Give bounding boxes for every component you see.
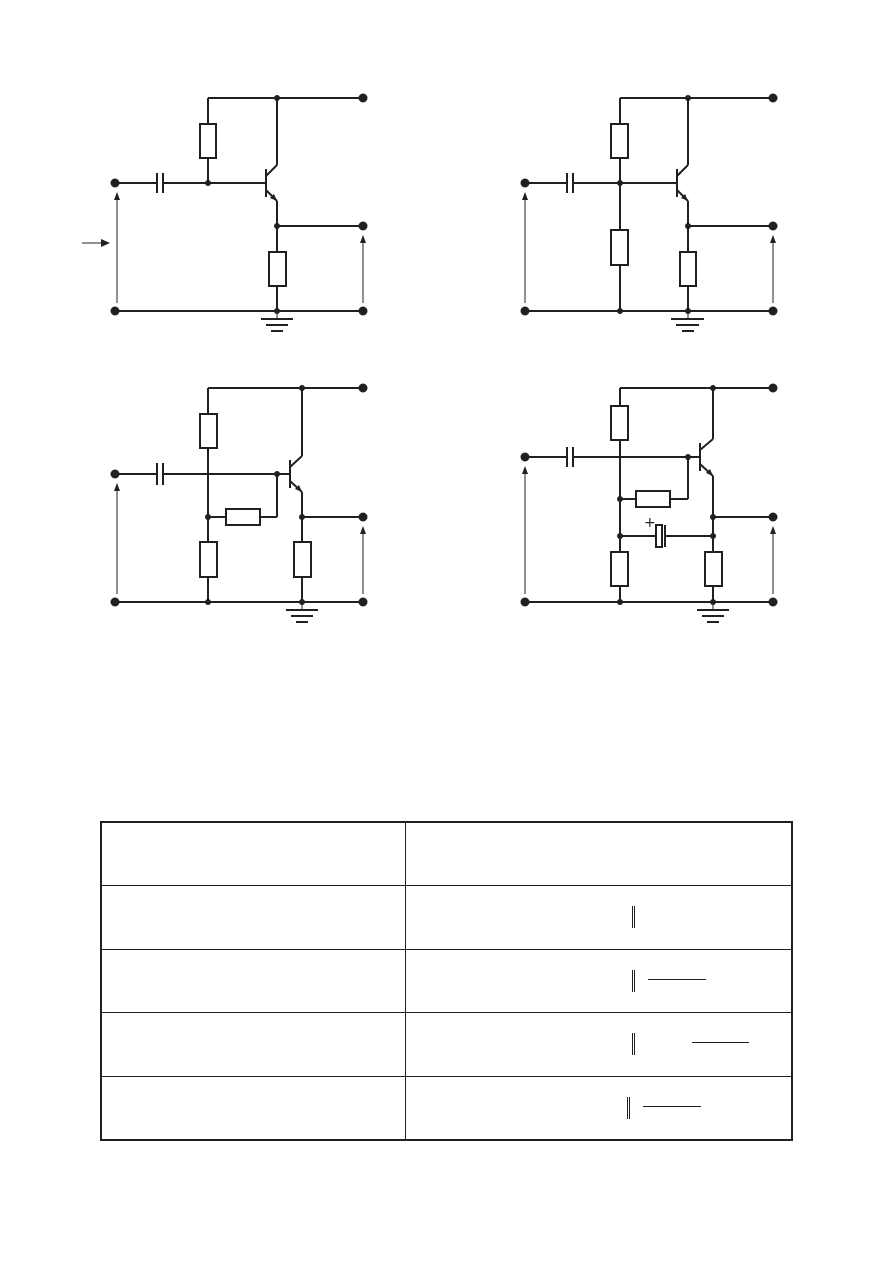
row-cell-left (100, 1012, 406, 1077)
header-cell-right (405, 821, 793, 887)
emitter-resistor (293, 541, 312, 578)
upper-bias-resistor (199, 413, 218, 449)
circuit-d: + (520, 383, 778, 623)
circuit-c (110, 383, 368, 623)
table-row (100, 1075, 793, 1141)
circuit-diagrams: + (82, 93, 778, 623)
circuit-a (82, 93, 368, 332)
row-cell-right (405, 885, 793, 950)
lower-bias-resistor (199, 541, 218, 578)
table-header-row (100, 821, 793, 887)
answer-table (100, 821, 793, 1141)
parallel-mark-icon (632, 969, 635, 992)
row-cell-right (405, 1075, 793, 1141)
parallel-mark-icon (627, 1096, 630, 1119)
row-cell-right (405, 948, 793, 1014)
upper-bias-resistor (610, 405, 629, 441)
table-row (100, 948, 793, 1014)
table-row (100, 885, 793, 950)
fraction-bar-icon (648, 978, 706, 980)
bootstrap-resistor (225, 508, 261, 526)
table-row (100, 1012, 793, 1077)
parallel-mark-icon (632, 1033, 635, 1056)
fraction-bar-icon (643, 1105, 701, 1107)
row-cell-right (405, 1012, 793, 1077)
row-cell-left (100, 948, 406, 1014)
emitter-resistor (679, 251, 697, 287)
parallel-mark-icon (632, 906, 635, 929)
base-resistor (199, 123, 217, 159)
emitter-resistor (268, 251, 287, 287)
polarity-plus-label: + (644, 515, 656, 531)
emitter-resistor (704, 551, 723, 587)
row-cell-left (100, 885, 406, 950)
row-cell-left (100, 1075, 406, 1141)
lower-bias-resistor (610, 229, 629, 266)
upper-bias-resistor (610, 123, 629, 159)
input-arrow-icon (101, 239, 110, 247)
electrolytic-capacitor (655, 524, 663, 548)
lower-bias-resistor (610, 551, 629, 587)
circuit-b (520, 93, 778, 332)
fraction-bar-icon (692, 1042, 749, 1044)
header-cell-left (100, 821, 406, 887)
bootstrap-resistor (635, 490, 671, 508)
